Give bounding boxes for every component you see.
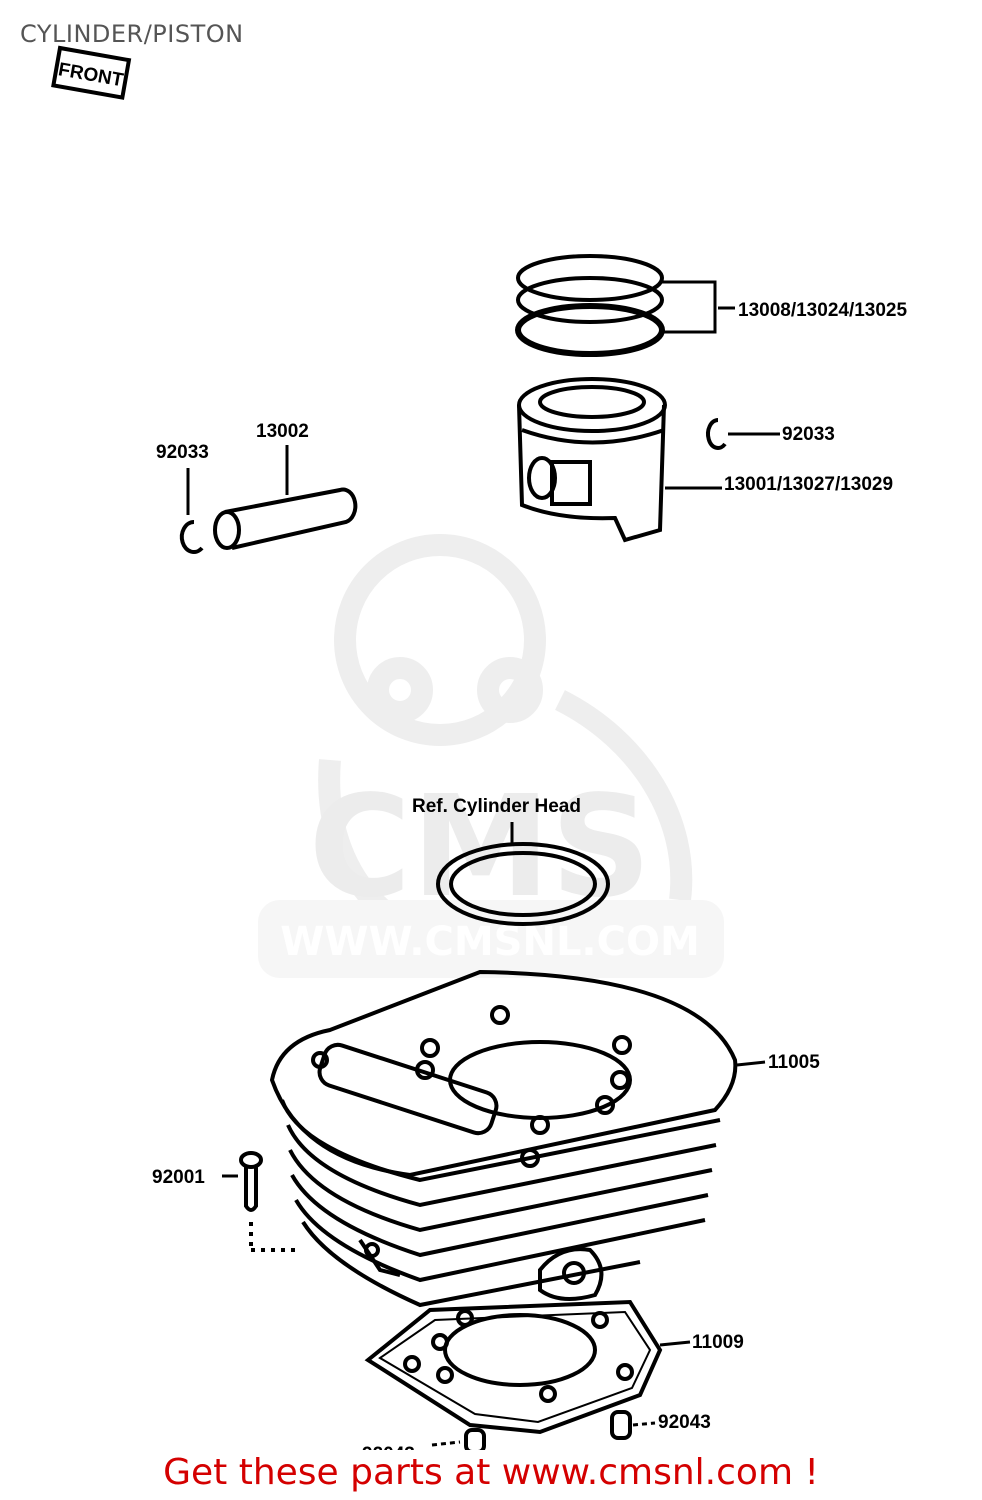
front-marker: FRONT bbox=[51, 45, 132, 100]
label-clip-left: 92033 bbox=[156, 442, 209, 463]
clip-right bbox=[706, 418, 780, 450]
watermark-url: WWW.CMSNL.COM bbox=[280, 919, 700, 965]
piston bbox=[517, 377, 722, 543]
label-cylinder: 11005 bbox=[768, 1052, 820, 1073]
base-gasket bbox=[364, 1299, 691, 1435]
watermark: CMS WWW.CMSNL.COM bbox=[258, 534, 724, 978]
label-rings: 13008/13024/13025 bbox=[738, 300, 907, 321]
label-gasket: 11009 bbox=[692, 1332, 744, 1353]
label-head-ref: Ref. Cylinder Head bbox=[412, 796, 581, 817]
label-bolt: 92001 bbox=[152, 1167, 205, 1188]
watermark-banner bbox=[258, 900, 724, 978]
label-pin: 13002 bbox=[256, 421, 309, 442]
label-dowel-left: 92043 bbox=[362, 1444, 415, 1450]
footer-link[interactable]: Get these parts at www.cmsnl.com ! bbox=[163, 1452, 819, 1493]
label-piston: 13001/13027/13029 bbox=[724, 474, 893, 495]
cylinder bbox=[269, 969, 766, 1308]
label-clip-right: 92033 bbox=[782, 424, 835, 445]
bolt bbox=[222, 1151, 300, 1252]
head-gasket bbox=[436, 822, 610, 926]
piston-rings bbox=[515, 254, 735, 357]
piston-pin bbox=[213, 445, 358, 550]
dowel-left bbox=[431, 1428, 486, 1450]
clip-left bbox=[179, 468, 204, 554]
parts-diagram: CMS WWW.CMSNL.COM FRONT 13008/13024/1302… bbox=[51, 45, 907, 1450]
dowel-right bbox=[610, 1410, 656, 1440]
page-title: CYLINDER/PISTON bbox=[20, 20, 244, 48]
label-dowel-right: 92043 bbox=[658, 1412, 711, 1433]
